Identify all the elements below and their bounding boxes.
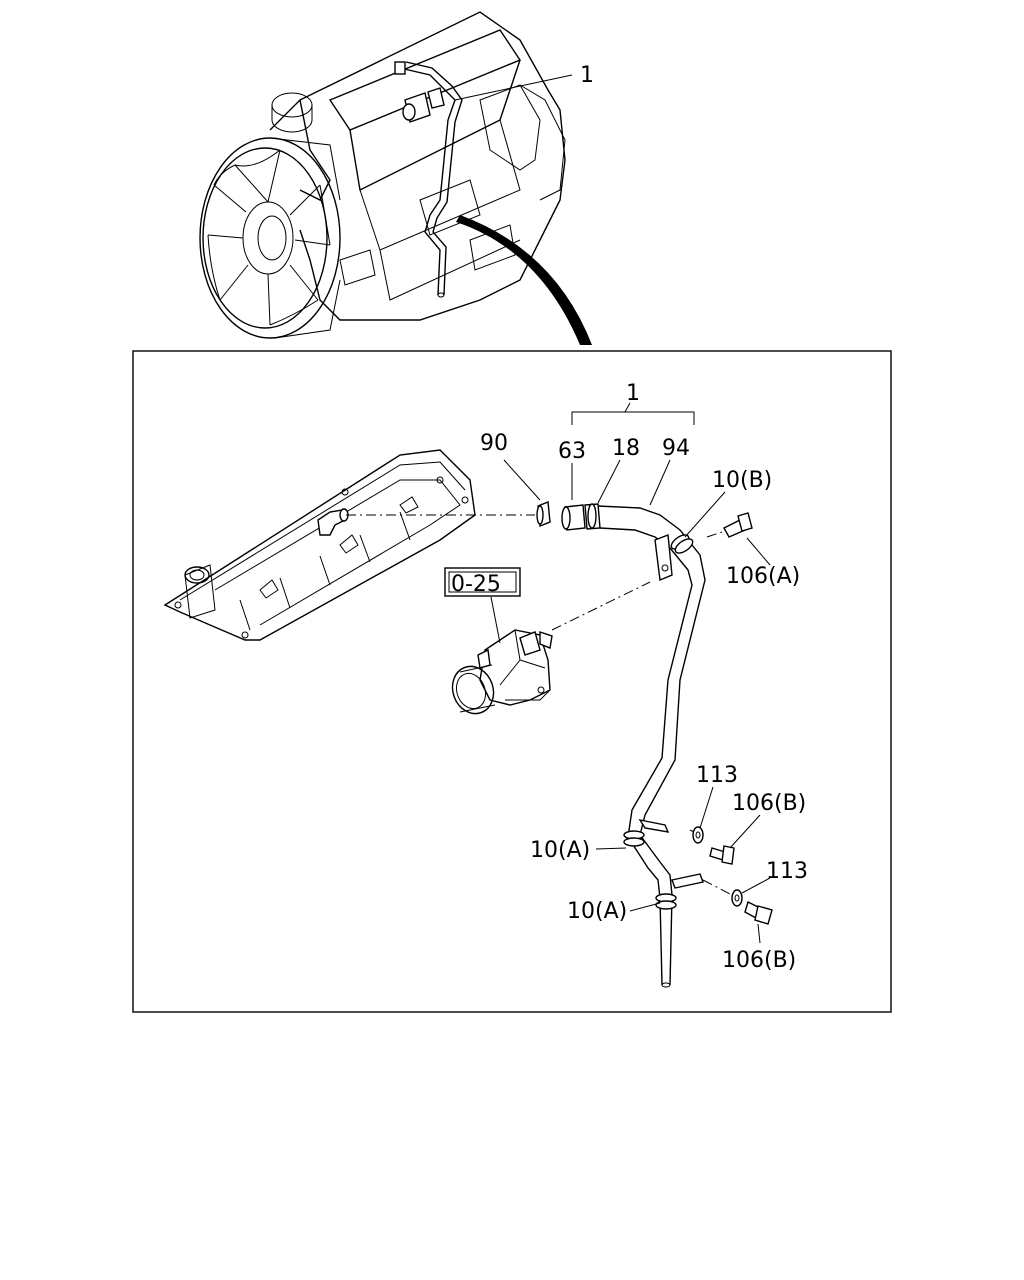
washer-113-lower — [731, 889, 743, 907]
callout-94: 94 — [662, 436, 690, 461]
callout-engine-part: 1 — [580, 63, 594, 88]
pipe-94 — [597, 505, 706, 988]
callout-113-lower: 113 — [766, 859, 808, 884]
callout-18: 18 — [612, 436, 640, 461]
callout-106b-upper: 106(B) — [732, 791, 806, 816]
callout-63: 63 — [558, 439, 586, 464]
callout-10a-lower: 10(A) — [567, 899, 627, 924]
engine-pipe-highlight — [394, 61, 463, 298]
rocker-cover — [163, 449, 476, 641]
detail-frame — [132, 350, 892, 1013]
pointer-arrow — [456, 215, 592, 345]
bolt-106b-upper — [709, 845, 735, 865]
fan-icon — [199, 137, 341, 339]
engine-overview: 1 — [199, 11, 594, 345]
callout-113-upper: 113 — [696, 763, 738, 788]
callout-106a: 106(A) — [726, 564, 800, 589]
callout-10a-upper: 10(A) — [530, 838, 590, 863]
hose-63-18 — [561, 503, 601, 531]
callout-106b-lower: 106(B) — [722, 948, 796, 973]
callout-assembly: 1 — [626, 381, 640, 406]
washer-113-upper — [692, 826, 704, 844]
thermostat-housing — [451, 629, 553, 715]
callout-90: 90 — [480, 431, 508, 456]
bolt-106a — [723, 512, 753, 538]
ref-box-label: 0-25 — [451, 572, 501, 597]
bolt-106b-lower — [744, 901, 773, 925]
ref-box-frame — [444, 567, 521, 597]
callout-10b: 10(B) — [712, 468, 772, 493]
connector-90 — [536, 501, 551, 527]
